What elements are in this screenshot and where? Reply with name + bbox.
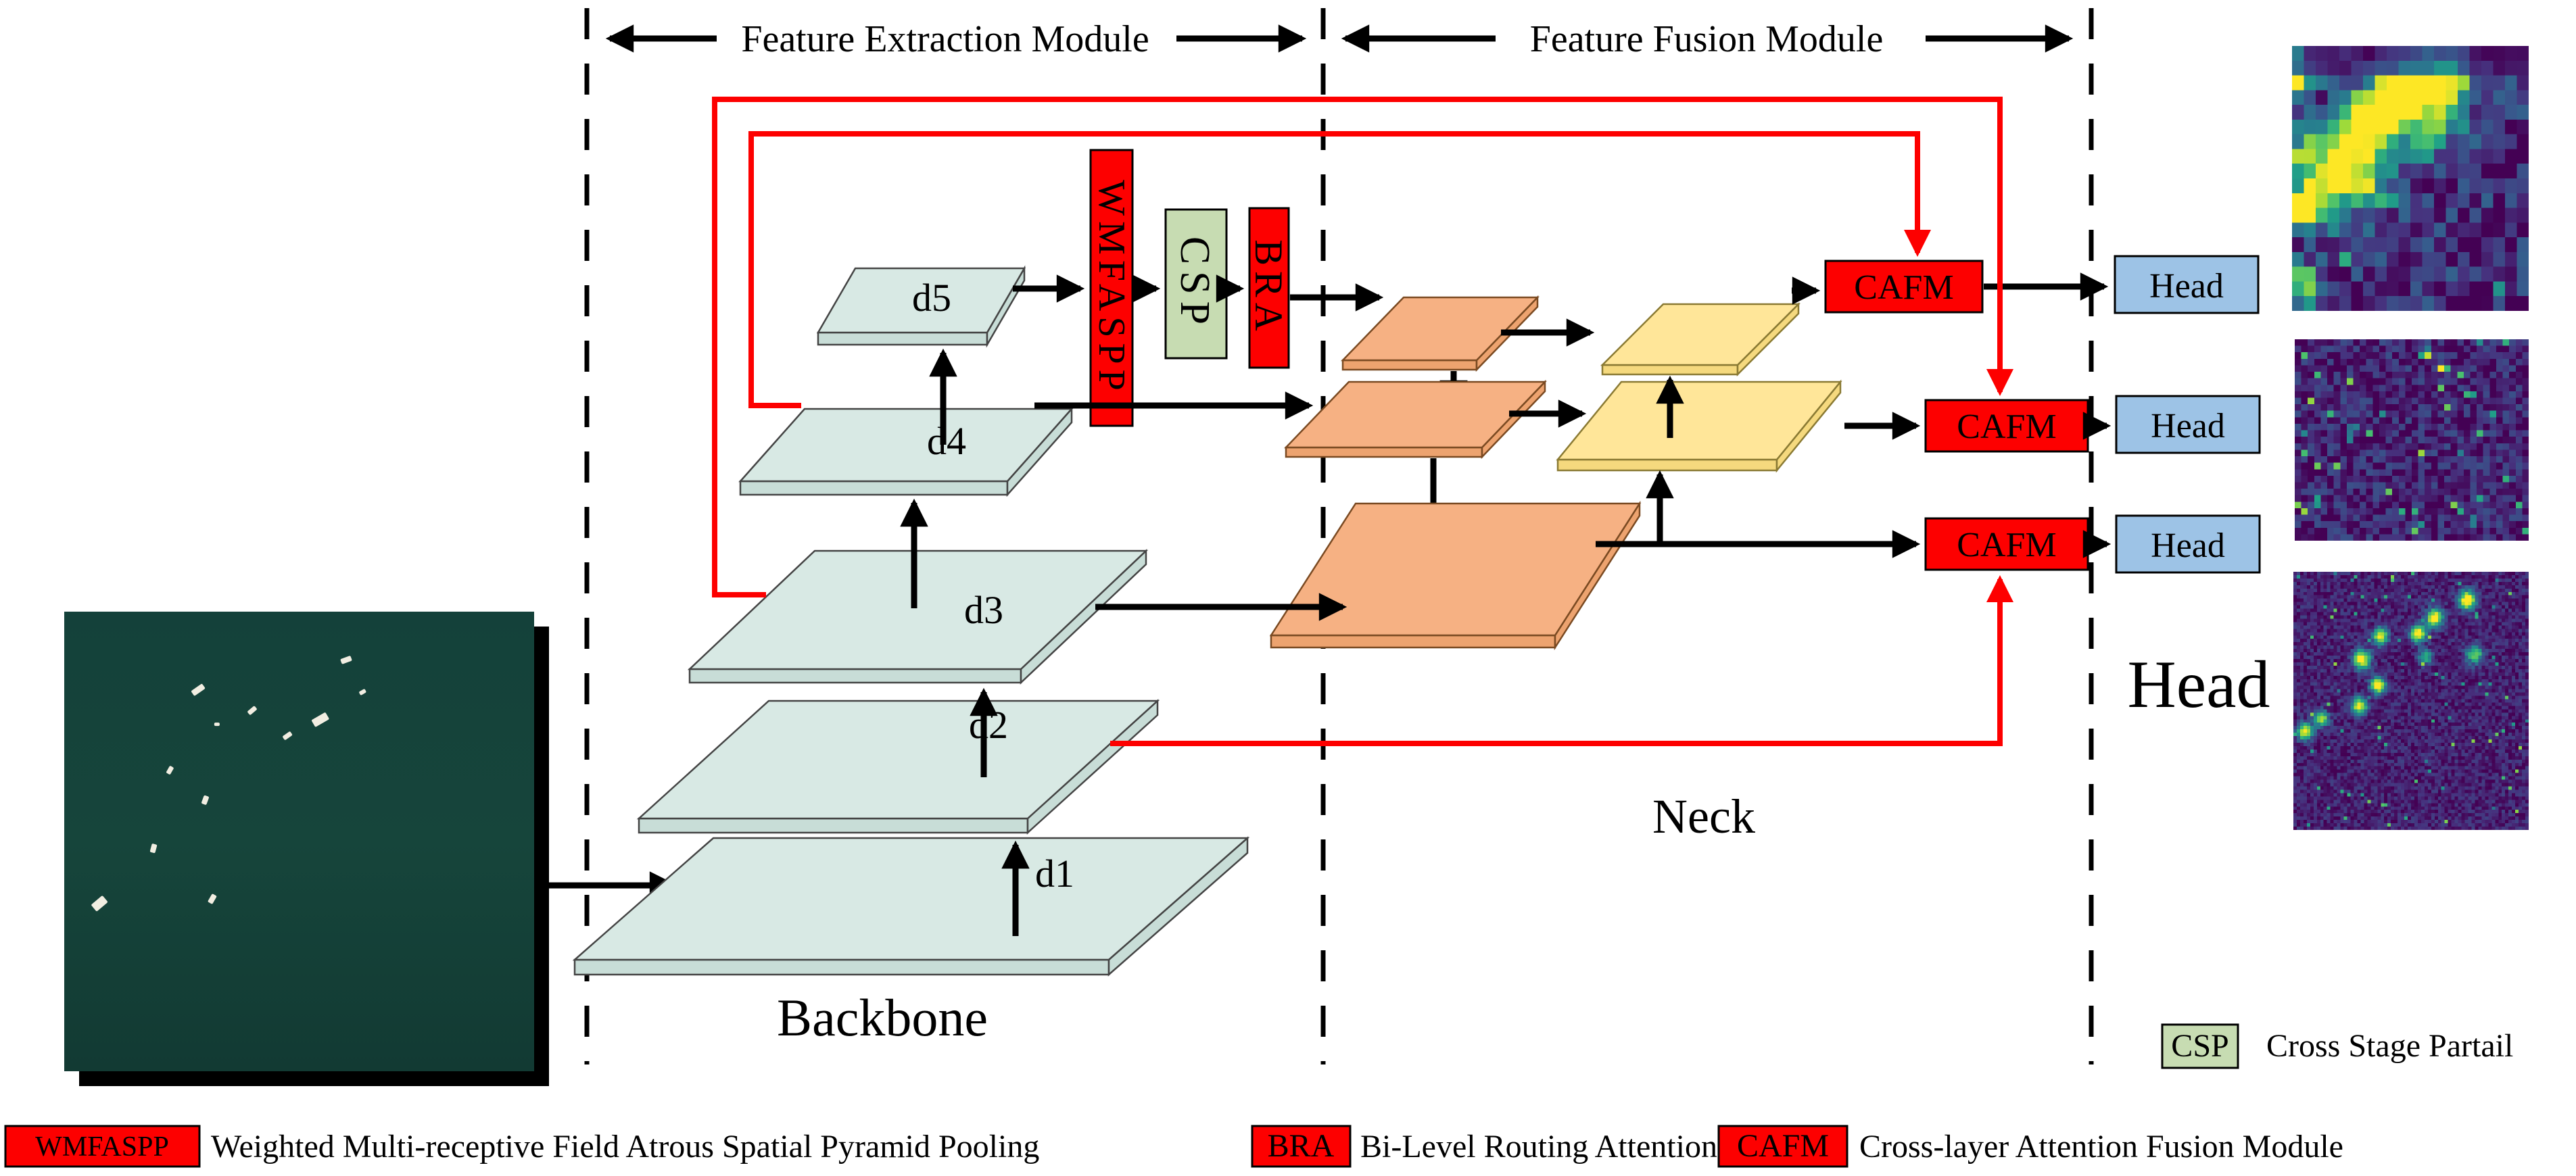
head1-box [2114, 255, 2260, 314]
legend-csp-abbr: CSP [2171, 1028, 2228, 1064]
ship-targets [91, 656, 366, 912]
legend-cafm-abbr: CAFM [1737, 1128, 1829, 1164]
legend-bra-desc: Bi-Level Routing Attention [1360, 1129, 1717, 1165]
feature-extraction-module-label: Feature Extraction Module [741, 18, 1149, 60]
head-section-label: Head [2128, 647, 2270, 722]
feature-map-fine [2293, 572, 2529, 830]
backbone-section-label: Backbone [777, 988, 988, 1047]
feature-map-medium [2295, 339, 2529, 541]
sea-image [64, 612, 534, 1071]
feature-fusion-module-label: Feature Fusion Module [1530, 18, 1884, 60]
legend-wmfaspp-desc: Weighted Multi-receptive Field Atrous Sp… [211, 1129, 1039, 1165]
neck-orange-p5 [1341, 295, 1540, 372]
neck-orange-p4 [1284, 379, 1547, 460]
d3-label: d3 [964, 588, 1003, 632]
head1-label: Head [2149, 267, 2224, 305]
neck-section-label: Neck [1652, 789, 1755, 843]
neck-orange-p3 [1269, 500, 1642, 651]
legend-bra-abbr: BRA [1268, 1128, 1335, 1164]
neck-yellow-n5 [1600, 301, 1801, 377]
cafm2-label: CAFM [1957, 408, 2056, 446]
neck-yellow-n4 [1556, 379, 1842, 473]
bra-box [1248, 207, 1290, 369]
legend-csp-desc: Cross Stage Partail [2266, 1028, 2513, 1064]
legend-cafm-desc: Cross-layer Attention Fusion Module [1859, 1129, 2343, 1165]
cafm1-label: CAFM [1854, 268, 1953, 307]
bra-box-label: BRA [1247, 239, 1291, 336]
head2-label: Head [2151, 407, 2225, 445]
wmfaspp-box-label: WMFASPP [1091, 180, 1132, 396]
red-skip-d2-to-cafm3 [1110, 575, 2013, 746]
d4-label: d4 [927, 419, 966, 463]
backbone-layer-d1: d1 [572, 836, 1250, 977]
backbone-layer-d5: d5 [816, 265, 1026, 348]
feature-map-fine-canvas [2293, 572, 2529, 830]
legend-wmfaspp-abbr: WMFASPP [35, 1131, 169, 1162]
d1-label: d1 [1035, 852, 1074, 896]
d5-label: d5 [912, 276, 951, 320]
csp-box-label: CSP [1172, 237, 1218, 331]
backbone-layer-d4: d4 [738, 406, 1074, 497]
head2-box [2115, 395, 2261, 454]
cafm1-box [1824, 260, 1984, 314]
legend-cafm-box [1717, 1125, 1848, 1168]
input-sea-image [64, 612, 549, 1086]
backbone-layer-d2: d2 [636, 699, 1160, 835]
red-skip-d4-to-cafm1 [748, 131, 1931, 408]
feature-map-coarse [2292, 46, 2529, 311]
feature-map-coarse-canvas [2292, 46, 2529, 311]
legend-csp-box [2161, 1023, 2239, 1069]
cafm3-label: CAFM [1957, 526, 2056, 564]
cafm2-box [1924, 399, 2089, 453]
head3-box [2115, 514, 2261, 574]
backbone-layer-d3: d3 [687, 549, 1149, 685]
legend-wmfaspp-box [4, 1125, 201, 1168]
head3-label: Head [2151, 526, 2225, 565]
red-skip-d3-to-cafm2 [712, 97, 2013, 597]
legend-bra-box [1251, 1125, 1352, 1168]
feature-map-medium-canvas [2295, 339, 2529, 541]
cafm3-box [1924, 517, 2089, 571]
d2-label: d2 [969, 703, 1008, 747]
